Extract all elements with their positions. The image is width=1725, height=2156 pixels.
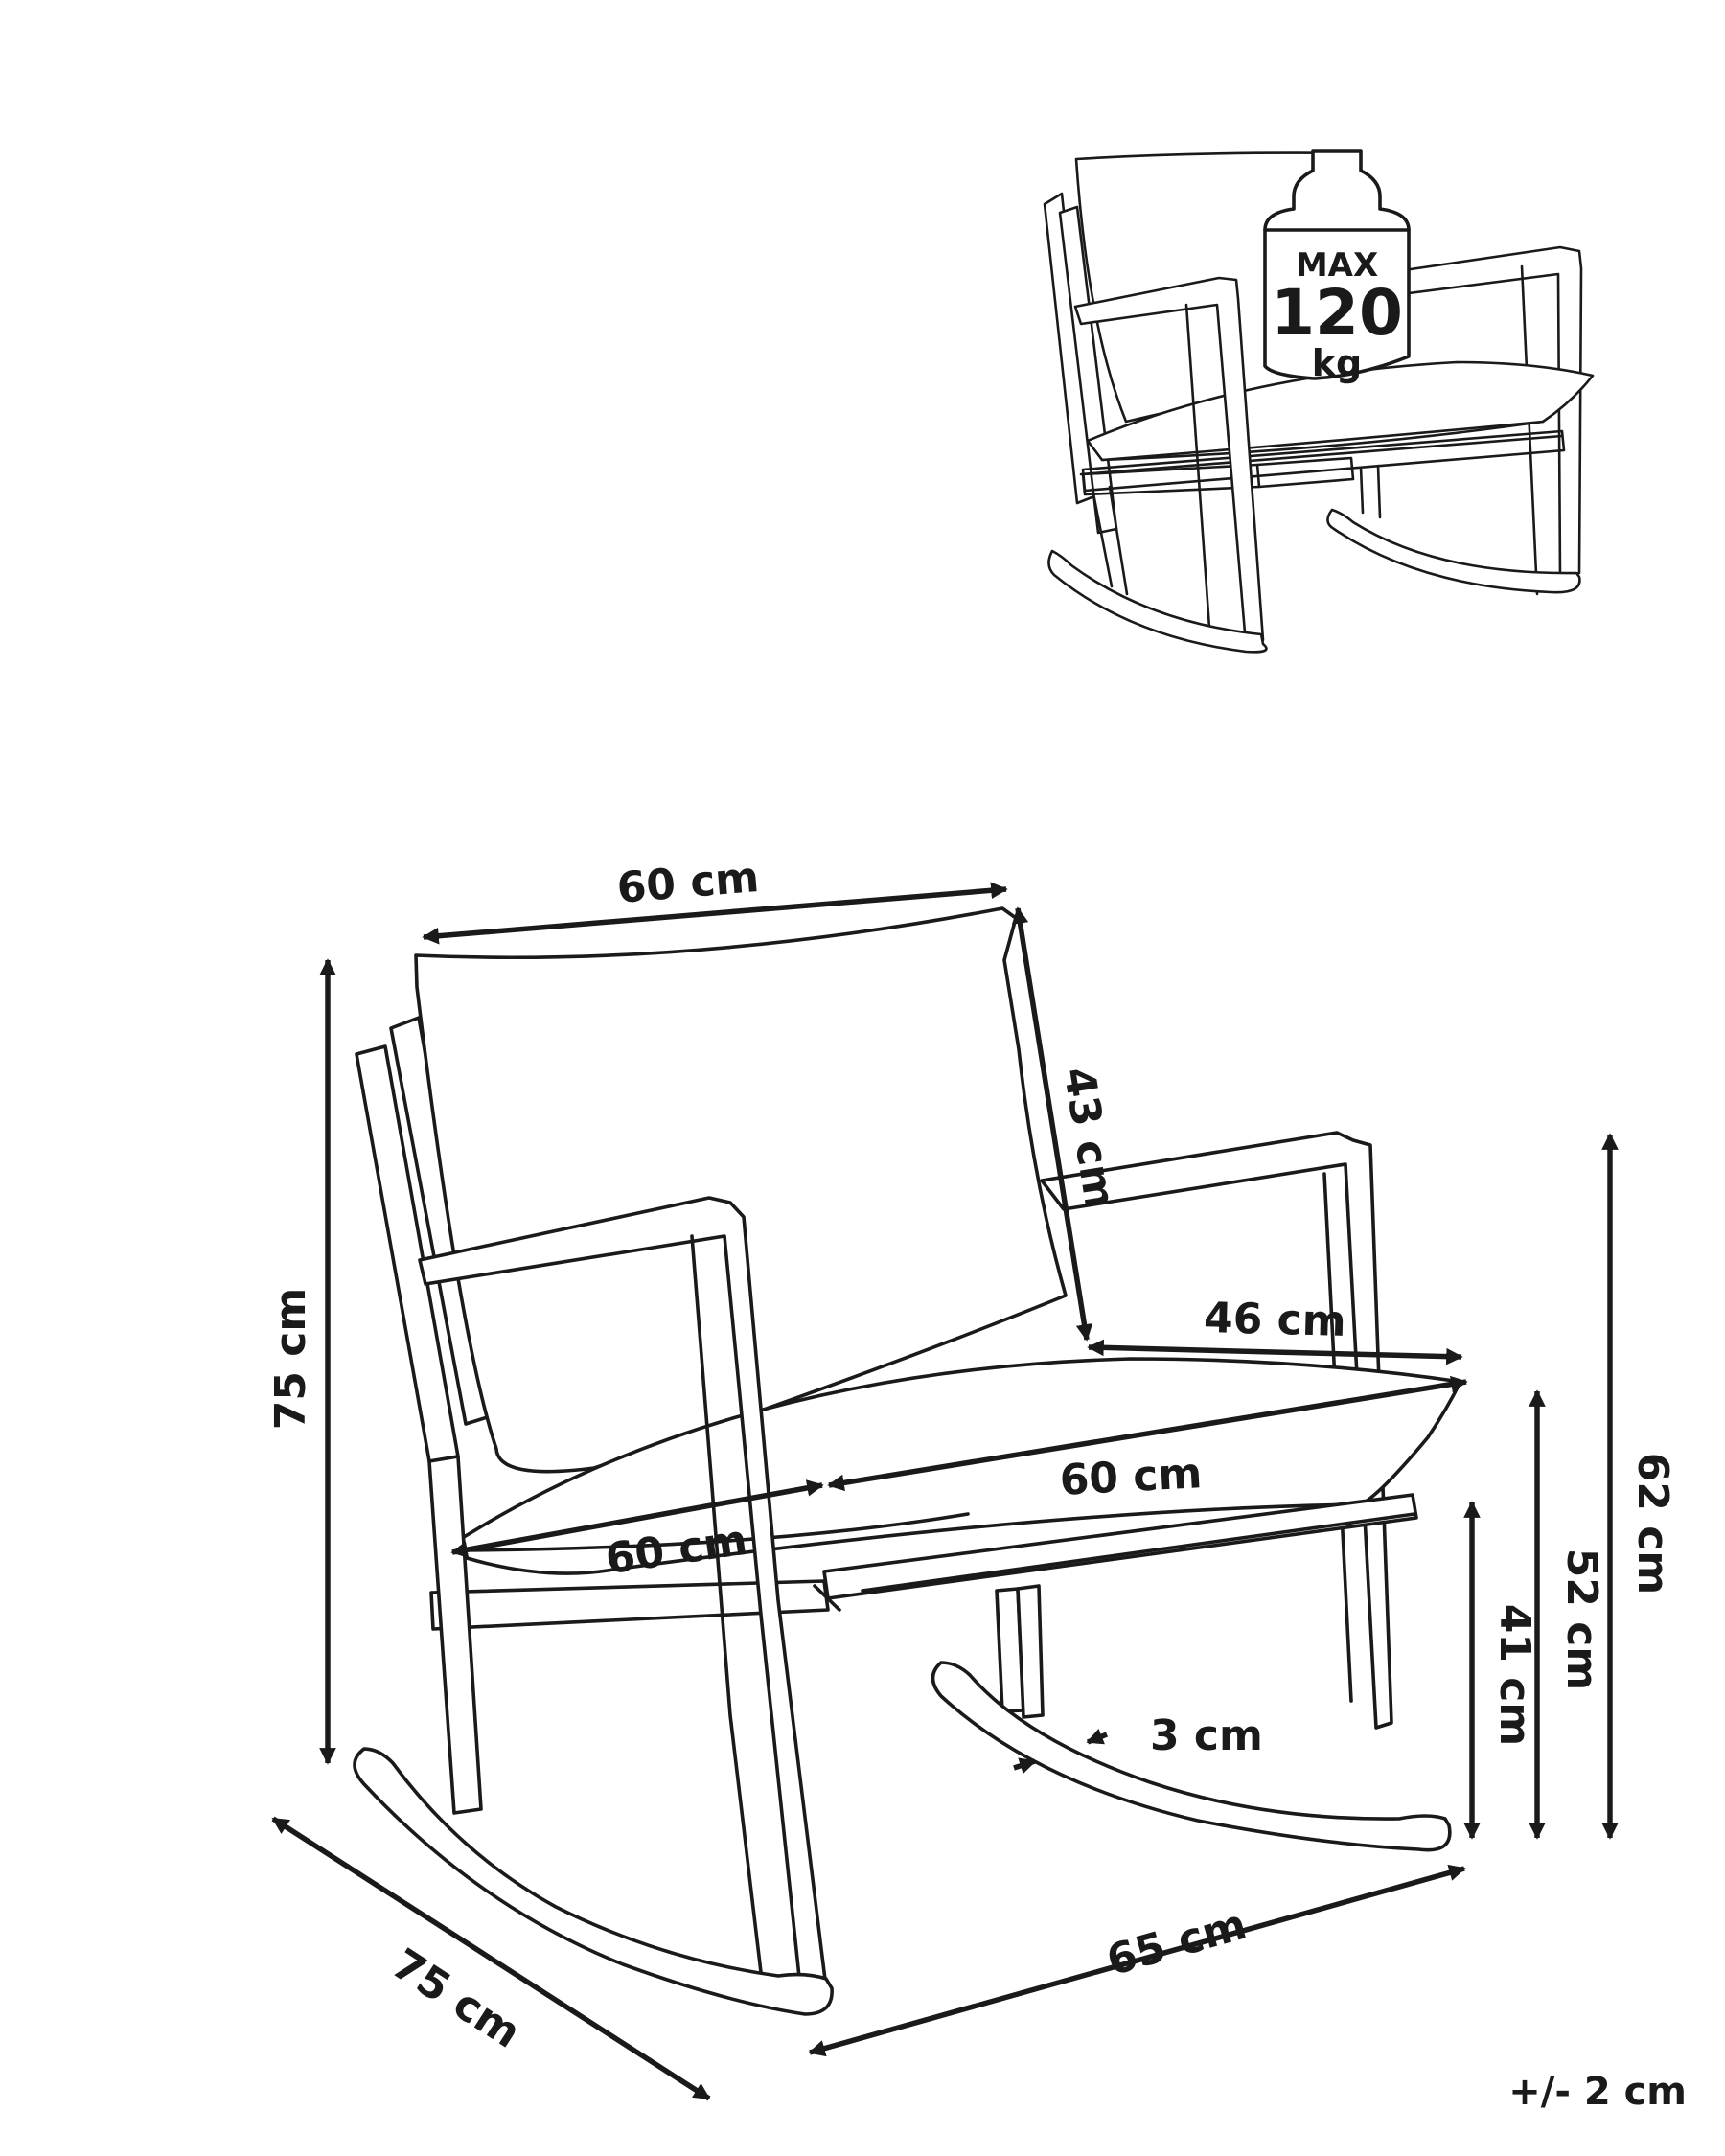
arrow-backrest-height	[1011, 906, 1093, 1342]
weight-badge-unit: kg	[1312, 342, 1362, 384]
arrow-overall-width	[808, 1864, 1466, 2057]
dimension-arrows	[271, 882, 1619, 2101]
rocker-right	[931, 1661, 1452, 1852]
label-frame-height: 41 cm	[1490, 1604, 1539, 1746]
small-leg-rear-left-2	[1108, 485, 1129, 596]
arrow-seat-depth	[1087, 1339, 1463, 1365]
weight-badge-number: 120	[1271, 276, 1403, 350]
label-backrest-width: 60 cm	[615, 853, 761, 913]
weight-badge-max: MAX	[1296, 246, 1378, 285]
small-leg-rear-right	[1359, 466, 1365, 515]
small-seat-cushion	[1086, 360, 1595, 462]
label-overall-height: 75 cm	[266, 1288, 315, 1430]
tolerance-note: +/- 2 cm	[1508, 2070, 1687, 2114]
arrow-rocker-thickness-top	[1086, 1728, 1109, 1745]
small-arm-far	[1402, 245, 1583, 579]
arm-near-inner	[690, 1234, 765, 1990]
small-front-rail-right	[1255, 456, 1355, 489]
leg-rear-right-2	[1016, 1584, 1045, 1719]
small-leg-rear-left	[1091, 487, 1114, 588]
label-armrest-height: 62 cm	[1628, 1453, 1677, 1594]
arrow-seat-width-side	[450, 1479, 824, 1558]
weight-badge: MAX 120 kg	[1263, 149, 1411, 384]
small-arm-near-inner	[1184, 303, 1211, 630]
arrow-backrest-width	[422, 882, 1008, 945]
large-chair-illustration	[353, 906, 1462, 2016]
small-rocker-right	[1326, 508, 1581, 594]
front-rail	[429, 1579, 830, 1631]
seat-rail-side-line	[861, 1512, 1416, 1593]
leg-rear-left	[427, 1455, 483, 1815]
label-seat-width-front: 60 cm	[1058, 1449, 1203, 1505]
label-seat-depth: 46 cm	[1203, 1294, 1346, 1346]
small-rocker-left	[1047, 549, 1268, 654]
small-seat-rail-line	[1079, 434, 1564, 476]
small-arm-far-inner	[1520, 264, 1539, 596]
arrow-overall-depth	[271, 1816, 711, 2101]
arrow-seat-width-front	[827, 1375, 1468, 1492]
label-overall-width: 65 cm	[1101, 1900, 1252, 1985]
weight-badge-bottle	[1263, 149, 1411, 380]
label-rocker-thickness: 3 cm	[1150, 1711, 1263, 1760]
small-leg-rear-right-2	[1376, 464, 1382, 519]
front-rail-joint	[813, 1584, 841, 1612]
label-seat-height: 52 cm	[1557, 1548, 1606, 1690]
arrow-rocker-thickness-bottom	[1013, 1757, 1037, 1775]
label-overall-depth: 75 cm	[383, 1939, 529, 2058]
small-seat-seam	[1100, 420, 1545, 462]
